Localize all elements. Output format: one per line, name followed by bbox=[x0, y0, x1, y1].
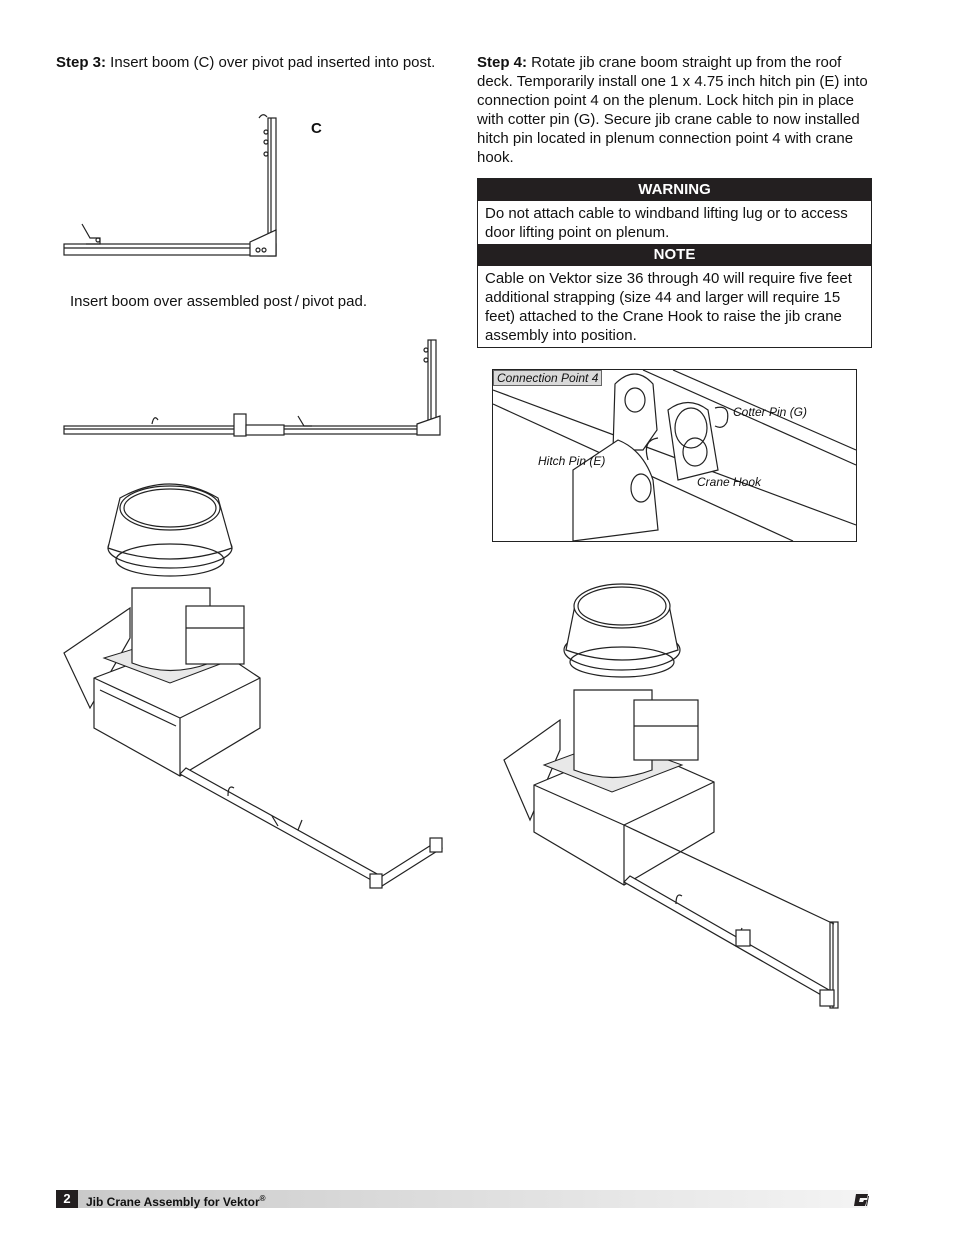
warning-title: WARNING bbox=[478, 179, 871, 201]
step3-label: Step 3: bbox=[56, 54, 107, 71]
cotter-pin-label: Cotter Pin (G) bbox=[733, 405, 808, 419]
footer-bar bbox=[56, 1190, 868, 1208]
boom-c-figure bbox=[63, 114, 277, 257]
connection-point-tag: Connection Point 4 bbox=[493, 370, 603, 386]
crane-hook-label: Crane Hook bbox=[697, 475, 762, 489]
step4-body: Rotate jib crane boom straight up from t… bbox=[477, 54, 868, 166]
fan-boom-raised-figure bbox=[503, 583, 839, 1009]
greenheck-logo-icon bbox=[854, 1194, 869, 1206]
fan-boom-flat-figure bbox=[63, 483, 443, 889]
warning-text: Do not attach cable to windband lifting … bbox=[485, 205, 848, 241]
step3-body: Insert boom (C) over pivot pad inserted … bbox=[106, 54, 436, 71]
footer-title: Jib Crane Assembly for Vektor® bbox=[86, 1190, 266, 1211]
post-pivot-caption: Insert boom over assembled post / pivot … bbox=[70, 293, 367, 310]
registered-mark: ® bbox=[259, 1194, 266, 1203]
connection-point-drawing bbox=[493, 370, 856, 541]
step4-label: Step 4: bbox=[477, 54, 528, 71]
note-title: NOTE bbox=[478, 244, 871, 266]
hitch-pin-label: Hitch Pin (E) bbox=[538, 454, 606, 468]
boom-c-label: C bbox=[311, 120, 322, 137]
connection-point-detail: Connection Point 4 Cotter Pin (G) Hitch … bbox=[492, 369, 857, 542]
page-number: 2 bbox=[56, 1190, 78, 1208]
step3-text: Step 3: Insert boom (C) over pivot pad i… bbox=[56, 53, 446, 72]
footer-title-text: Jib Crane Assembly for Vektor bbox=[86, 1195, 260, 1209]
note-text: Cable on Vektor size 36 through 40 will … bbox=[485, 270, 852, 344]
step4-text: Step 4: Rotate jib crane boom straight u… bbox=[477, 53, 869, 167]
boom-assembled-figure bbox=[63, 339, 441, 437]
warning-note-box: WARNING Do not attach cable to windband … bbox=[477, 178, 872, 348]
